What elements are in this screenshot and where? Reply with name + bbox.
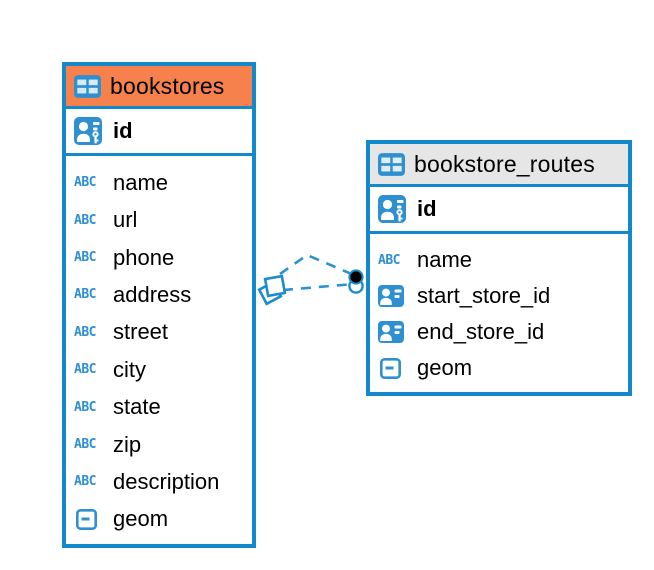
table-bookstore-routes[interactable]: bookstore_routes id ABC name (366, 140, 632, 396)
table-icon (378, 152, 405, 176)
relationship-line-end-store[interactable] (282, 282, 355, 292)
text-type-icon: ABC (378, 252, 400, 268)
table-title: bookstore_routes (414, 150, 595, 177)
column-row[interactable]: ABC description (74, 463, 244, 500)
text-type-icon: ABC (74, 212, 96, 228)
column-name: street (113, 319, 169, 345)
column-name: geom (113, 506, 169, 532)
text-type-icon: ABC (74, 399, 96, 415)
column-name: name (113, 169, 169, 195)
primary-key-icon (74, 117, 104, 145)
text-type-icon: ABC (74, 324, 96, 340)
column-name: state (113, 394, 161, 420)
column-row[interactable]: ABC street (74, 314, 244, 351)
dot-end-markers[interactable] (348, 269, 364, 294)
column-list: ABC name start_store_id (370, 234, 628, 392)
text-type-icon: ABC (74, 362, 96, 378)
text-type-icon: ABC (74, 250, 96, 266)
column-list: ABC name ABC url ABC phone ABC address A… (66, 156, 252, 544)
column-name: phone (113, 244, 175, 270)
primary-key-row[interactable]: id (370, 187, 628, 234)
column-row[interactable]: ABC name (378, 242, 620, 278)
column-row[interactable]: ABC state (74, 388, 244, 425)
text-type-icon: ABC (74, 437, 96, 453)
table-title: bookstores (110, 72, 225, 99)
column-name: zip (113, 431, 142, 457)
table-icon (74, 74, 101, 98)
column-name: city (113, 356, 146, 382)
column-row[interactable]: geom (378, 350, 620, 386)
relationship-connector-layer (257, 253, 364, 306)
column-name: end_store_id (417, 319, 545, 344)
text-type-icon: ABC (74, 175, 96, 191)
column-row[interactable]: ABC name (74, 164, 244, 201)
primary-key-row[interactable]: id (66, 109, 252, 156)
column-row[interactable]: ABC url (74, 201, 244, 238)
text-type-icon: ABC (74, 474, 96, 490)
column-row[interactable]: end_store_id (378, 314, 620, 350)
column-name: name (417, 247, 473, 272)
column-row[interactable]: ABC city (74, 351, 244, 388)
column-row[interactable]: ABC address (74, 276, 244, 313)
primary-key-name: id (417, 196, 437, 221)
column-row[interactable]: geom (74, 501, 244, 538)
column-row[interactable]: start_store_id (378, 278, 620, 314)
text-type-icon: ABC (74, 287, 96, 303)
column-name: geom (417, 355, 473, 380)
foreign-key-reference-icon (378, 285, 408, 307)
column-row[interactable]: ABC zip (74, 426, 244, 463)
foreign-key-reference-icon (378, 321, 408, 343)
table-header-bookstore-routes[interactable]: bookstore_routes (370, 144, 628, 187)
primary-key-name: id (113, 118, 133, 143)
primary-key-icon (378, 195, 408, 223)
column-name: description (113, 468, 220, 494)
column-name: address (113, 281, 192, 307)
geometry-type-icon (74, 508, 104, 530)
column-name: start_store_id (417, 283, 551, 308)
column-name: url (113, 207, 138, 233)
table-header-bookstores[interactable]: bookstores (66, 66, 252, 109)
relationship-line-start-store[interactable] (279, 253, 355, 277)
geometry-type-icon (378, 357, 408, 379)
column-row[interactable]: ABC phone (74, 239, 244, 276)
diamond-end-markers[interactable] (257, 274, 287, 306)
table-bookstores[interactable]: bookstores id ABC name ABC url (62, 62, 256, 548)
